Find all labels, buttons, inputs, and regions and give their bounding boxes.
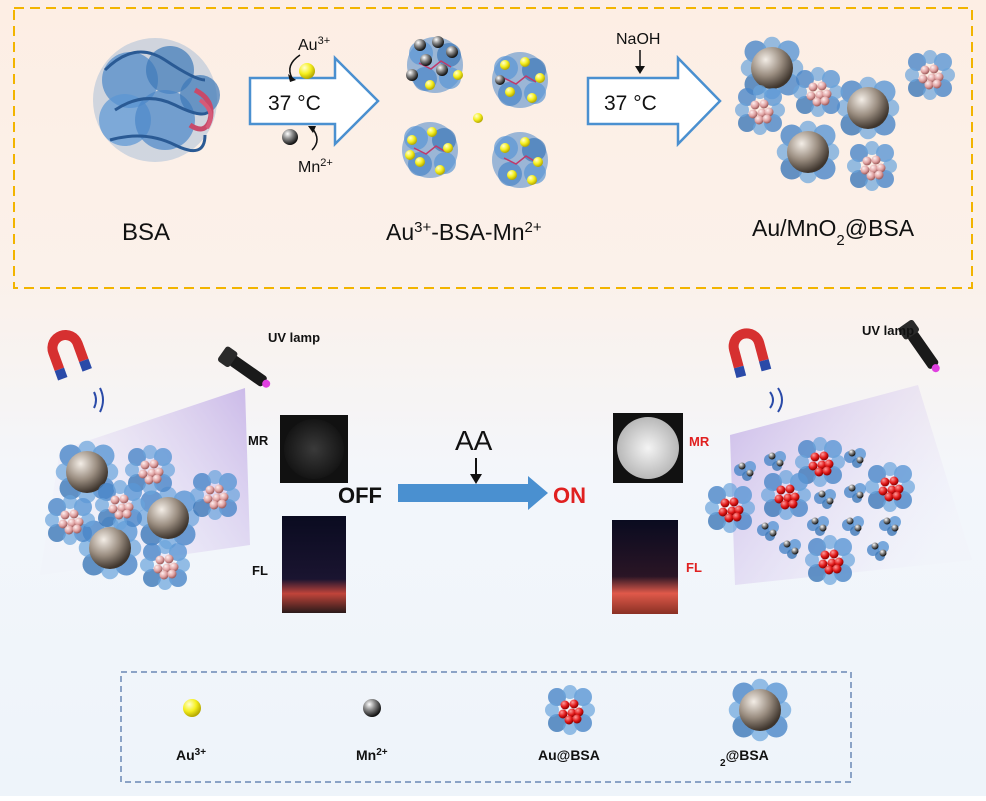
temp2-label: 37 °C bbox=[604, 92, 657, 115]
legend-box bbox=[120, 671, 852, 783]
fl-label-left: FL bbox=[252, 563, 268, 578]
off-label: OFF bbox=[338, 483, 382, 508]
fl-image-off bbox=[282, 516, 346, 613]
switch-arrow bbox=[398, 476, 548, 510]
legend-mno2-bsa-label: 2@BSA bbox=[720, 747, 769, 769]
au3-curved-arrow bbox=[289, 54, 301, 79]
complex-label: Au3+-BSA-Mn2+ bbox=[386, 219, 542, 246]
legend-au3-icon bbox=[183, 699, 201, 717]
magnet-icon-left bbox=[47, 330, 92, 381]
mn2-reagent-label: Mn2+ bbox=[298, 157, 333, 176]
uv-lamp-label-right: UV lamp bbox=[862, 323, 914, 338]
legend-mno2-bsa-icon bbox=[729, 679, 792, 742]
au-bsa-mn-complex bbox=[401, 36, 549, 189]
legend-mn2-label: Mn2+ bbox=[356, 747, 388, 764]
au3-reagent-label: Au3+ bbox=[298, 35, 330, 54]
reaction-arrow-2 bbox=[586, 54, 722, 148]
reaction-arrow-1 bbox=[248, 54, 380, 148]
aa-label: AA bbox=[455, 425, 493, 456]
fl-image-on bbox=[612, 520, 678, 614]
uv-lamp-icon-right bbox=[898, 319, 940, 373]
uv-lamp-icon-left bbox=[217, 346, 271, 388]
temp1-label: 37 °C bbox=[268, 92, 321, 115]
mr-label-left: MR bbox=[248, 433, 269, 448]
au3-ion-icon bbox=[299, 63, 315, 79]
fl-label-right: FL bbox=[686, 560, 702, 575]
mr-label-right: MR bbox=[689, 434, 710, 449]
uv-lamp-label-left: UV lamp bbox=[268, 330, 320, 345]
synthesis-panel-border bbox=[13, 7, 973, 289]
legend-au-bsa-label: Au@BSA bbox=[538, 747, 600, 763]
naoh-reagent-label: NaOH bbox=[616, 31, 660, 48]
magnetic-field-icon-left bbox=[93, 387, 104, 413]
legend-au3-label: Au3+ bbox=[176, 747, 206, 764]
legend-mn2-icon bbox=[363, 699, 381, 717]
au-mno2-bsa-product bbox=[735, 37, 955, 191]
mn2-ion-icon bbox=[282, 129, 298, 145]
magnet-icon-right bbox=[728, 328, 772, 379]
bsa-protein-structure bbox=[93, 38, 220, 162]
on-label: ON bbox=[553, 483, 586, 508]
bsa-label: BSA bbox=[122, 219, 170, 246]
legend-au-bsa-icon bbox=[545, 685, 595, 735]
product-label: Au/MnO2@BSA bbox=[752, 215, 915, 249]
magnetic-field-icon-right bbox=[769, 387, 783, 413]
